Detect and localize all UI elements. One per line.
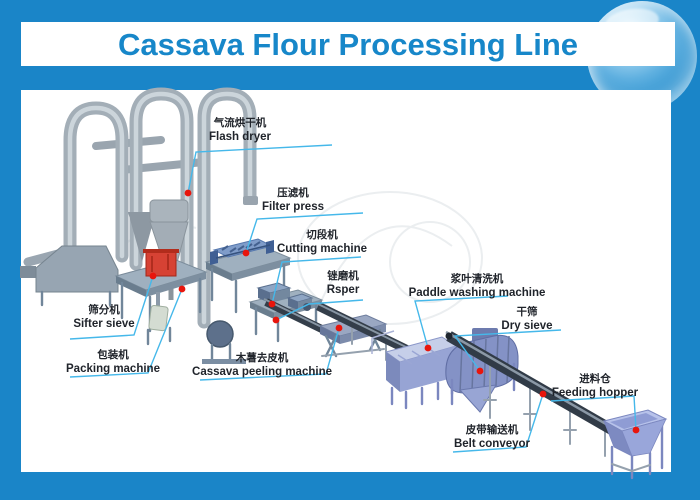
label-paddle-washing-machine-en: Paddle washing machine — [408, 287, 546, 299]
label-cutting-machine: 切段机 Cutting machine — [277, 229, 367, 256]
label-cassava-peeling-machine-zh: 木薯去皮机 — [235, 352, 289, 364]
label-belt-conveyor: 皮带输送机 Belt conveyor — [454, 424, 530, 451]
label-paddle-washing-machine-zh: 浆叶清洗机 — [450, 273, 504, 285]
label-filter-press-en: Filter press — [262, 201, 324, 213]
label-sifter-sieve-en: Sifter sieve — [73, 318, 135, 330]
label-paddle-washing-machine: 浆叶清洗机 Paddle washing machine — [409, 273, 546, 300]
label-flash-dryer-en: Flash dryer — [209, 131, 271, 143]
label-dry-sieve-en: Dry sieve — [501, 320, 553, 332]
label-feeding-hopper: 进料仓 Feeding hopper — [552, 373, 638, 400]
title-banner: Cassava Flour Processing Line — [21, 22, 675, 66]
label-belt-conveyor-zh: 皮带输送机 — [465, 424, 519, 436]
page-title: Cassava Flour Processing Line — [117, 27, 578, 62]
label-packing-machine-zh: 包装机 — [97, 349, 129, 361]
label-filter-press: 压滤机 Filter press — [262, 187, 324, 214]
label-rasper-en: Rsper — [326, 284, 360, 296]
label-sifter-sieve: 筛分机 Sifter sieve — [73, 304, 134, 331]
label-sifter-sieve-zh: 筛分机 — [88, 304, 120, 316]
label-filter-press-zh: 压滤机 — [277, 187, 309, 199]
label-packing-machine-en: Packing machine — [66, 363, 160, 375]
label-flash-dryer-zh: 气流烘干机 — [213, 117, 267, 129]
label-flash-dryer: 气流烘干机 Flash dryer — [209, 117, 271, 144]
label-feeding-hopper-en: Feeding hopper — [551, 387, 639, 399]
label-rasper-zh: 锉磨机 — [327, 270, 359, 282]
label-cassava-peeling-machine-en: Cassava peeling machine — [192, 366, 332, 378]
label-belt-conveyor-en: Belt conveyor — [453, 438, 531, 450]
label-cutting-machine-zh: 切段机 — [306, 229, 338, 241]
label-packing-machine: 包装机 Packing machine — [66, 349, 160, 376]
label-dry-sieve: 干筛 Dry sieve — [501, 306, 552, 333]
label-rasper: 锉磨机 Rsper — [327, 270, 360, 297]
label-cassava-peeling-machine: 木薯去皮机 Cassava peeling machine — [192, 352, 332, 379]
label-dry-sieve-zh: 干筛 — [516, 306, 538, 318]
label-feeding-hopper-zh: 进料仓 — [579, 373, 611, 385]
label-cutting-machine-en: Cutting machine — [276, 243, 368, 255]
